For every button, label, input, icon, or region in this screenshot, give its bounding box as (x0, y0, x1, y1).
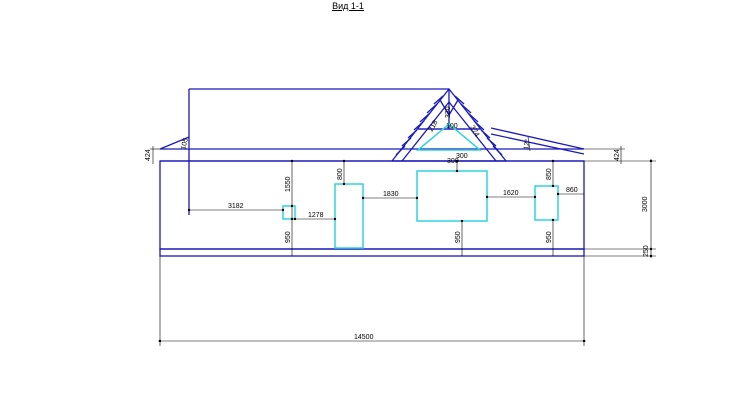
drawing-title: Вид 1-1 (0, 0, 740, 11)
dim-window-to-window: 1620 (503, 190, 519, 197)
openings (282, 170, 559, 249)
dim-left-window-gap: 1278 (308, 212, 324, 219)
dim-right-window-offset: 860 (566, 187, 578, 194)
dimension-lines: 14500 3000 250 424 424 105 12° 100 218 3… (145, 106, 656, 346)
left-roof-slope (159, 136, 190, 150)
dim-left-wall-offset: 3182 (228, 203, 244, 210)
right-roof-slope (490, 127, 585, 150)
roof-truss (391, 87, 507, 162)
dim-eave-left: 424 (145, 149, 152, 161)
dim-truss-peak: 330 (445, 106, 452, 118)
left-small-window (282, 205, 296, 220)
dim-center-window-sill: 950 (455, 231, 462, 243)
attic-opening (415, 123, 483, 151)
door-opening (334, 183, 364, 249)
dim-door-to-window: 1830 (383, 191, 399, 198)
right-roof-slope-inner (490, 133, 585, 155)
dim-roof-angle: 12° (522, 138, 532, 150)
wall-body (159, 160, 585, 250)
dim-overall-width: 14500 (354, 334, 374, 341)
drawing-title-text: Вид 1-1 (332, 1, 364, 11)
center-window (416, 170, 488, 222)
dim-right-window-head: 850 (546, 168, 553, 180)
dim-left-window-sill: 950 (285, 231, 292, 243)
building-outline (159, 88, 585, 257)
dim-truss-right: 374 (468, 125, 480, 139)
dim-truss-top: 100 (446, 123, 458, 130)
dim-overall-height: 3000 (642, 196, 649, 212)
dim-truss-base: 300 (456, 153, 468, 160)
right-window (534, 185, 559, 221)
dim-truss-left: 218 (428, 119, 440, 133)
dim-base-height: 250 (643, 245, 650, 257)
dim-roof-left-small: 105 (180, 137, 190, 150)
dim-left-window-head: 1550 (285, 176, 292, 192)
dim-right-window-sill: 950 (546, 231, 553, 243)
dim-center-window-head: 300 (447, 158, 459, 165)
dim-eave-right: 424 (614, 149, 621, 161)
foundation-band (159, 248, 585, 257)
dim-door-head: 800 (337, 168, 344, 180)
